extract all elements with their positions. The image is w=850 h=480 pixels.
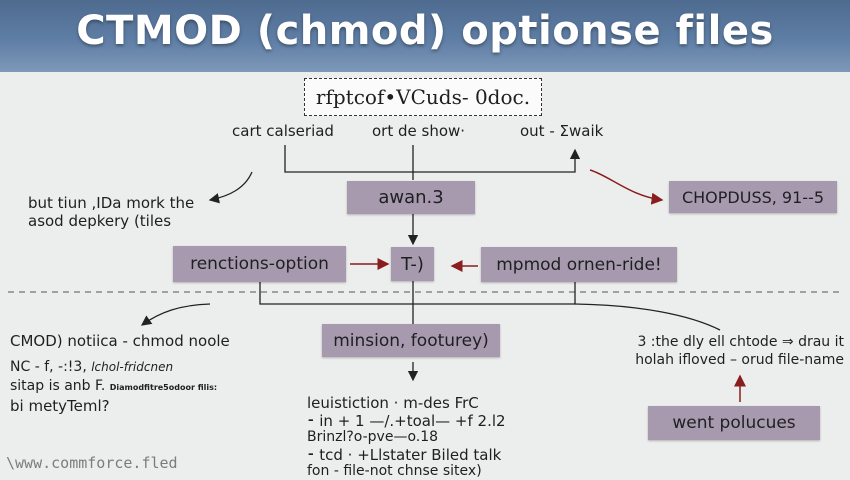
lower-center-line-4: ⁃ tcd · +Llstater Biled talk [307,446,502,464]
page-title: CTMOD (chmod) optionse files [76,8,774,54]
lower-left-curve [140,303,211,326]
center-box: awan.3 [347,181,475,214]
lower-left-line-2: sitap is anb F. Diamodfitre5odoor filis: [10,378,217,394]
lower-left-heading: CMOD) notiica - chmod noole [10,332,230,350]
lower-right-line-2: holah ifloved – orud file-name [635,352,844,368]
lower-right-box: went polucues [648,406,820,440]
lower-center-line-2: ⁃ in + 1 —/.+toal— +f 2.l2 [307,412,506,430]
footer-url: \www.commforce.fled [6,454,178,472]
lower-left-line-1-text: NC - f, -:!3, [10,359,92,375]
mid-box-center: T-) [391,247,434,281]
lower-left-line-1: NC - f, -:!3, lchol-fridcnen [10,359,173,375]
lower-left-line-2-text: sitap is anb F. [10,378,106,394]
lower-center-line-1: leuistiction · m-des FrC [307,394,479,412]
left-curve [208,171,253,204]
right-curve [589,169,664,205]
mid-box-left: renctions-option [173,246,346,282]
left-note-line-2: asod depkery (tiles [28,212,172,230]
lower-center-line-5: fon - file-not chnse sitex) [307,463,482,479]
top-box: rfptcof•VCuds- 0doc. [304,78,542,116]
lower-center-box: minsion, footurey) [322,324,500,357]
mid-box-right: mpmod ornen-ride! [481,247,677,282]
title-banner: CTMOD (chmod) optionse files [0,0,850,72]
lower-left-line-3: bi metyTeml? [10,397,110,415]
lower-bracket [259,281,576,305]
lower-left-line-1-italic: lchol-fridcnen [91,360,174,374]
lower-right-curve [574,303,721,331]
lower-center-line-3: Brinzl?o-pve—o.18 [307,429,439,445]
branch-label-left: cart calseriad [232,122,334,140]
branch-label-right: out - Σwaik [520,122,604,140]
lower-right-line-1: 3 :the dly ell chtode ⇒ drau it [637,334,844,350]
left-note-line-1: but tiun ,IDa mork the [28,194,195,212]
top-bracket [284,145,581,173]
lower-left-line-2-small: Diamodfitre5odoor filis: [109,383,218,392]
right-box: CHOPDUSS, 91--5 [669,181,837,213]
branch-label-middle: ort de show· [372,122,466,140]
